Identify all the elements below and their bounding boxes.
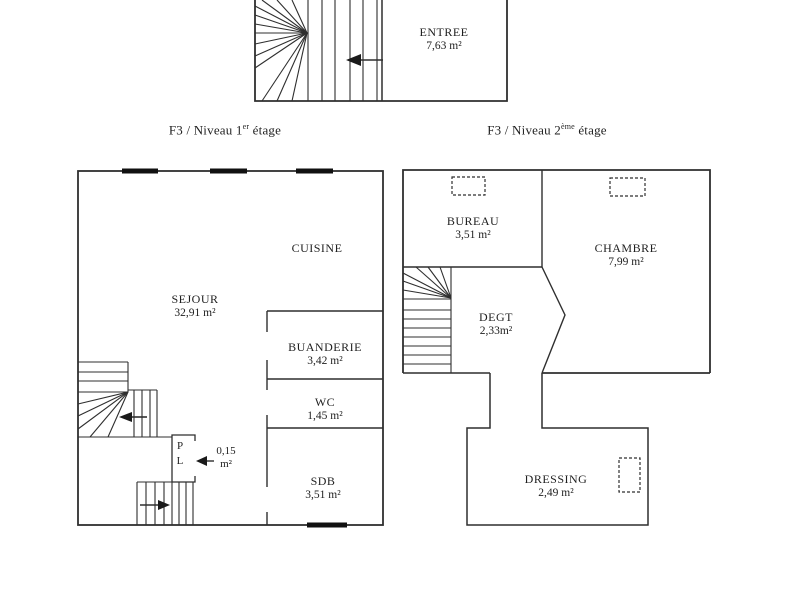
room-area: 32,91 m² — [174, 307, 216, 319]
plan-title-level1: F3 / Niveau 1er étage — [145, 122, 305, 138]
room-area: 7,63 m² — [426, 40, 462, 52]
direction-arrow-level1-down-icon — [140, 500, 170, 510]
level2-plan — [402, 169, 711, 526]
room-name: CUISINE — [291, 241, 343, 255]
room-name: DRESSING — [524, 472, 588, 486]
room-label-buanderie: BUANDERIE 3,42 m² — [265, 340, 385, 368]
level2-outer-wall — [402, 169, 711, 373]
direction-arrow-level1-up-icon — [119, 412, 147, 422]
level1-plan — [77, 168, 384, 528]
staircase-level1-lower-icon — [136, 481, 194, 525]
staircase-entry-icon — [254, 0, 378, 102]
room-name: DEGT — [479, 310, 513, 324]
room-area: 1,45 m² — [307, 410, 343, 422]
room-name: ENTREE — [419, 25, 469, 39]
closet-label-pl: P L — [170, 439, 190, 469]
plan-title-level2: F3 / Niveau 2ème étage — [467, 122, 627, 138]
title-suffix: étage — [249, 122, 282, 138]
staircase-level2-icon — [402, 266, 452, 373]
closet-letter-l: L — [176, 455, 184, 467]
roof-windows — [451, 176, 646, 493]
entry-plan — [254, 0, 508, 102]
closet-letter-p: P — [176, 440, 184, 452]
room-area: 2,33m² — [479, 325, 513, 337]
closet-area-value: 0,15 — [216, 445, 236, 457]
closet-area-label: 0,15 m² — [206, 445, 246, 471]
roof-window-bureau-icon — [451, 176, 486, 196]
entry-outer-wall — [254, 0, 508, 102]
closet-outline — [171, 434, 196, 483]
closet-pointer-arrow-icon — [196, 456, 214, 466]
room-name: SEJOUR — [171, 292, 219, 306]
room-label-cuisine: CUISINE — [257, 241, 377, 255]
room-label-dressing: DRESSING 2,49 m² — [496, 472, 616, 500]
dressing-walls — [466, 373, 649, 526]
staircase-level1-upper-icon — [77, 361, 172, 438]
closet-area-unit: m² — [220, 458, 232, 470]
level1-partitions — [266, 310, 383, 525]
roof-window-dressing-icon — [618, 457, 641, 493]
window-markers — [122, 168, 347, 528]
roof-window-chambre-icon — [609, 177, 646, 197]
room-name: WC — [314, 395, 336, 409]
room-label-sejour: SEJOUR 32,91 m² — [135, 292, 255, 320]
room-name: SDB — [310, 474, 336, 488]
room-area: 3,51 m² — [455, 229, 491, 241]
room-area: 3,42 m² — [307, 355, 343, 367]
room-label-degt: DEGT 2,33m² — [436, 310, 556, 338]
room-label-sdb: SDB 3,51 m² — [263, 474, 383, 502]
room-label-bureau: BUREAU 3,51 m² — [413, 214, 533, 242]
title-suffix: étage — [574, 122, 607, 138]
room-name: BUANDERIE — [288, 340, 362, 354]
title-text: F3 / Niveau 1 — [168, 122, 243, 138]
room-name: BUREAU — [446, 214, 500, 228]
chambre-chevron-wall — [541, 266, 566, 374]
room-label-chambre: CHAMBRE 7,99 m² — [566, 241, 686, 269]
room-area: 7,99 m² — [608, 256, 644, 268]
direction-arrow-entry-icon — [346, 54, 383, 66]
room-area: 3,51 m² — [305, 489, 341, 501]
room-name: CHAMBRE — [594, 241, 658, 255]
title-sup: er — [242, 122, 250, 131]
room-area: 2,49 m² — [538, 487, 574, 499]
title-text: F3 / Niveau 2 — [487, 122, 561, 138]
room-label-wc: WC 1,45 m² — [265, 395, 385, 423]
title-sup: ème — [560, 122, 575, 131]
room-label-entree: ENTREE 7,63 m² — [384, 25, 504, 53]
